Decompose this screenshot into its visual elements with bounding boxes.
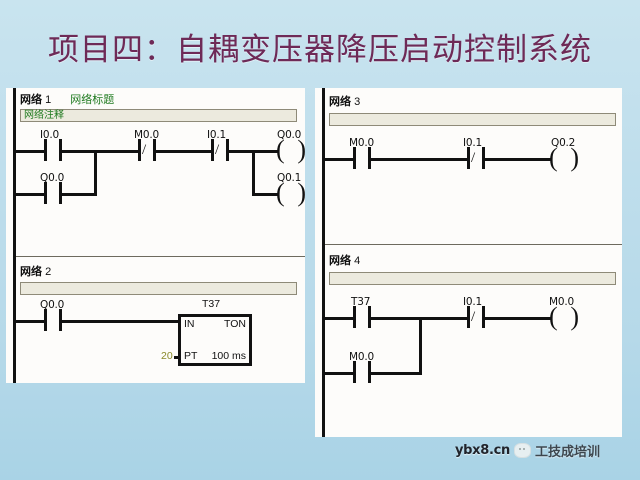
coil-branch-connector [252,150,255,196]
network-4-number: 4 [354,255,361,267]
wechat-icon [514,443,532,458]
timer-preset-value[interactable]: 20 [161,350,173,362]
wire-segment [371,158,467,161]
watermark-account: 工技成培训 [535,445,601,460]
network-1-number: 1 [45,94,52,106]
contact-label: M0.0 [134,129,159,141]
branch-connector [419,317,422,375]
wire-segment [485,158,551,161]
network-2-number: 2 [45,266,52,278]
coil-q0-1[interactable]: () [276,178,305,207]
network-4-comment[interactable] [329,272,616,285]
timer-preset-connector [174,356,180,359]
wire-segment [322,317,353,320]
contact-label: I0.1 [207,129,226,141]
timer-in-pin: IN [184,318,195,330]
coil-label: M0.0 [549,296,574,308]
wire-segment [62,150,138,153]
coil-m0-0[interactable]: () [549,302,579,331]
timer-name: T37 [202,298,221,310]
wire-segment [156,150,211,153]
page-title: 项目四：自耦变压器降压启动控制系统 [48,32,592,67]
network-4-header: 网络 4 [329,252,622,268]
wire-segment [13,150,44,153]
wire-segment [322,158,353,161]
network-divider [16,256,305,257]
contact-label: Q0.0 [40,299,65,311]
coil-label: Q0.0 [277,129,302,141]
ladder-panel-right: 网络 3 M0.0 I0.1 / Q0.2 () [315,88,622,437]
timer-pt-pin: PT [184,350,198,362]
coil-label: Q0.1 [277,172,302,184]
power-rail-left [13,88,16,383]
coil-q0-0[interactable]: () [276,135,305,164]
network-1-header: 网络 1 网络标题 [20,91,305,107]
wire-segment [371,372,422,375]
power-rail-right [322,88,325,437]
timer-instruction: TON [224,318,246,330]
ladder-panel-left: 网络 1 网络标题 网络注释 I0.0 M0.0 / I0.1 / [6,88,305,383]
wire-segment [252,193,279,196]
contact-label: I0.1 [463,137,482,149]
network-4-word: 网络 [329,254,351,267]
watermark-site: ybx8.cn [455,443,511,458]
contact-label: Q0.0 [40,172,65,184]
network-2-header: 网络 2 [20,263,305,279]
coil-label: Q0.2 [551,137,576,149]
network-1-title: 网络标题 [70,94,115,106]
network-1-comment[interactable]: 网络注释 [20,109,297,122]
wire-segment [485,317,551,320]
contact-label: I0.0 [40,129,59,141]
network-1-word: 网络 [20,93,42,106]
timer-time-base: 100 ms [211,350,246,362]
wire-segment [13,193,44,196]
network-3-number: 3 [354,96,361,108]
branch-connector [94,150,97,196]
network-2-word: 网络 [20,265,42,278]
coil-q0-2[interactable]: () [549,143,579,172]
contact-label: I0.1 [463,296,482,308]
contact-label: T37 [351,296,371,308]
network-2-comment[interactable] [20,282,297,295]
wire-segment [322,372,353,375]
watermark: ybx8.cn 工技成培训 [455,441,600,460]
contact-label: M0.0 [349,351,374,363]
network-3-comment[interactable] [329,113,616,126]
network-3-header: 网络 3 [329,93,622,109]
network-3-word: 网络 [329,95,351,108]
wire-segment [62,320,179,323]
network-divider [325,244,622,245]
wire-segment [62,193,97,196]
contact-label: M0.0 [349,137,374,149]
timer-block-t37[interactable]: IN TON PT 100 ms [178,314,252,366]
wire-segment [13,320,44,323]
